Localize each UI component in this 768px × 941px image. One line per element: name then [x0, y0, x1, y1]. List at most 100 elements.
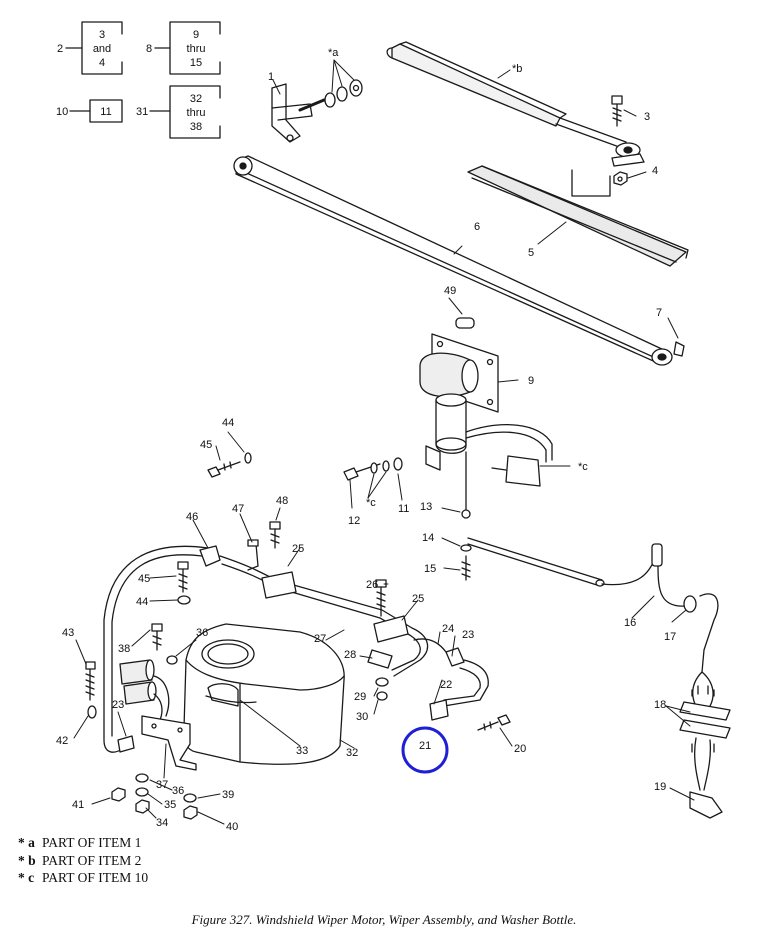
key-box-31-line1: 32	[190, 93, 202, 105]
callout: 39	[222, 789, 234, 801]
key-ref-8: 8	[146, 43, 152, 55]
callout: 46	[186, 511, 198, 523]
callout: 35	[164, 799, 176, 811]
callout: 41	[72, 799, 84, 811]
callout: 40	[226, 821, 238, 833]
callout: 18	[654, 699, 666, 711]
callout: 34	[156, 817, 168, 829]
washer-pumps	[119, 659, 170, 721]
callout: 47	[232, 503, 244, 515]
key-box-group	[65, 21, 221, 139]
screw-43	[85, 661, 97, 719]
callout: 45	[138, 573, 150, 585]
key-ref-31: 31	[136, 106, 148, 118]
callout: 44	[136, 596, 148, 608]
callout: 11	[398, 503, 409, 515]
key-box-8-line2: thru	[187, 43, 206, 55]
callout: 22	[440, 679, 452, 691]
callout: 6	[474, 221, 480, 233]
screw-3	[611, 95, 623, 127]
callout: 3	[644, 111, 650, 123]
callout: 4	[652, 165, 658, 177]
callout: 24	[442, 623, 454, 635]
callout: 42	[56, 735, 68, 747]
washer-hose	[103, 539, 489, 753]
callout: 5	[528, 247, 534, 259]
bracket-1	[271, 83, 313, 143]
callout: 14	[422, 532, 434, 544]
callout: *b	[512, 63, 522, 75]
callout: 13	[420, 501, 432, 513]
wiper-arm	[386, 41, 645, 167]
callout: *c	[366, 497, 376, 509]
legend-text: PART OF ITEM 2	[42, 852, 142, 868]
legend-row: * a PART OF ITEM 1	[18, 834, 148, 852]
key-box-2-line2: and	[93, 43, 111, 55]
callout: *a	[328, 47, 339, 59]
callout: 37	[156, 779, 168, 791]
drive-link	[233, 155, 685, 366]
leader-lines	[73, 59, 695, 825]
callout: 28	[344, 649, 356, 661]
legend-text: PART OF ITEM 1	[42, 835, 142, 850]
callout: 7	[656, 307, 662, 319]
wiring-harness	[467, 537, 731, 819]
key-box-2-line1: 3	[99, 29, 105, 41]
legend-row: * b PART OF ITEM 2	[18, 852, 148, 870]
legend-mark: * b	[18, 852, 36, 868]
callout: 45	[200, 439, 212, 451]
key-ref-10: 10	[56, 106, 68, 118]
callout: 30	[356, 711, 368, 723]
callout: 25	[292, 543, 304, 555]
callout: 43	[62, 627, 74, 639]
key-box-texts: 2 3 and 4 8 9 thru 15 10 11 31 32 thru 3…	[56, 29, 205, 133]
screw-45-upper	[207, 452, 252, 478]
callout: 36	[196, 627, 208, 639]
bottle-bracket	[111, 715, 198, 820]
callout: 20	[514, 743, 526, 755]
key-box-8-line3: 15	[190, 57, 202, 69]
callout: 9	[528, 375, 534, 387]
callout: 48	[276, 495, 288, 507]
callout: 19	[654, 781, 666, 793]
key-box-31-line3: 38	[190, 121, 202, 133]
callout: *c	[578, 461, 588, 473]
washer-bottle	[182, 623, 345, 765]
callout: 27	[314, 633, 326, 645]
callout: 1	[268, 71, 274, 83]
bottle-fasteners	[151, 521, 511, 731]
callout-highlighted: 21	[419, 740, 431, 752]
highlight-circle	[401, 726, 449, 774]
callout: 44	[222, 417, 234, 429]
callout: 12	[348, 515, 360, 527]
callout-labels: *a *b 1 3 4 5 6 7 49 9 44 45 *c 12 *c 11…	[56, 47, 676, 833]
washers-a	[298, 79, 363, 112]
key-box-31-line2: thru	[187, 107, 206, 119]
callout: 23	[462, 629, 474, 641]
callout: 16	[624, 617, 636, 629]
legend-mark: * a	[18, 835, 35, 850]
callout: 25	[412, 593, 424, 605]
wiper-motor	[419, 317, 553, 511]
nut-4	[613, 171, 628, 186]
key-box-2-line3: 4	[99, 57, 105, 69]
key-ref-2: 2	[57, 43, 63, 55]
washer-13	[461, 509, 471, 519]
key-box-10-line1: 11	[100, 106, 111, 118]
wiper-blade	[467, 165, 689, 267]
callout: 29	[354, 691, 366, 703]
key-box-8-line1: 9	[193, 29, 199, 41]
callout: 32	[346, 747, 358, 759]
figure-caption: Figure 327. Windshield Wiper Motor, Wipe…	[191, 912, 577, 927]
callout: 36	[172, 785, 184, 797]
callout: 23	[112, 699, 124, 711]
callout: 33	[296, 745, 308, 757]
callout: 15	[424, 563, 436, 575]
bolt-15	[460, 544, 472, 581]
legend-text: PART OF ITEM 10	[42, 870, 149, 885]
callout: 17	[664, 631, 676, 643]
callout: 26	[366, 579, 378, 591]
